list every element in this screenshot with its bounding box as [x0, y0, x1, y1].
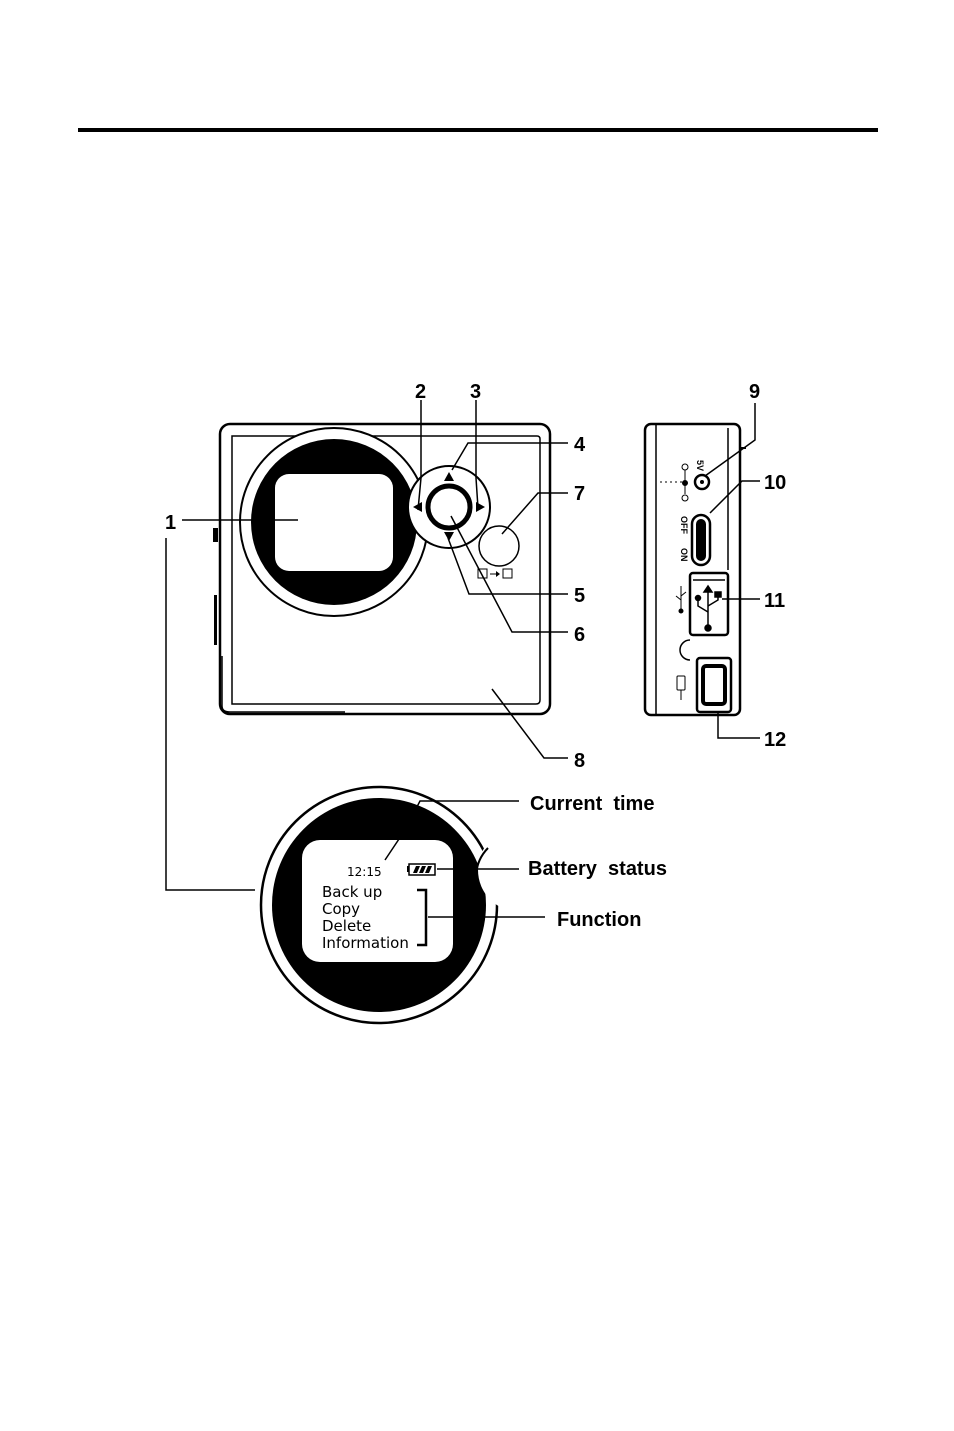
lcd-menu-information: Information [322, 934, 409, 952]
callout-10: 10 [764, 472, 786, 494]
battery-icon [407, 864, 435, 875]
header-rule [78, 128, 878, 132]
callout-12: 12 [764, 729, 786, 751]
side-view: 5V OFF ON [645, 424, 746, 715]
lcd-screen [275, 474, 393, 571]
callout-11: 11 [764, 590, 785, 612]
lcd-menu-copy: Copy [322, 900, 360, 918]
lcd-menu-delete: Delete [322, 917, 371, 935]
callout-6: 6 [574, 624, 585, 646]
polarity-icon [682, 464, 688, 501]
callout-5: 5 [574, 585, 585, 607]
lcd-time: 12:15 [347, 865, 382, 879]
callout-9: 9 [749, 381, 760, 403]
callout-3: 3 [470, 381, 481, 403]
label-function: Function [557, 909, 641, 931]
off-label: OFF [679, 516, 689, 534]
callout-2: 2 [415, 381, 426, 403]
side-nub [213, 528, 218, 542]
label-battery-status: Battery status [528, 858, 667, 880]
side-nub [214, 595, 217, 645]
callout-7: 7 [574, 483, 585, 505]
callout-4: 4 [574, 434, 586, 456]
voltage-label: 5V [695, 460, 705, 471]
copy-button[interactable] [479, 526, 519, 566]
callout-8: 8 [574, 750, 585, 772]
front-view [213, 424, 550, 714]
label-current-time: Current time [530, 793, 654, 815]
callout-1: 1 [165, 512, 176, 534]
on-label: ON [679, 548, 689, 562]
lcd-menu-backup: Back up [322, 883, 382, 901]
dpad-center-button[interactable] [428, 486, 470, 528]
